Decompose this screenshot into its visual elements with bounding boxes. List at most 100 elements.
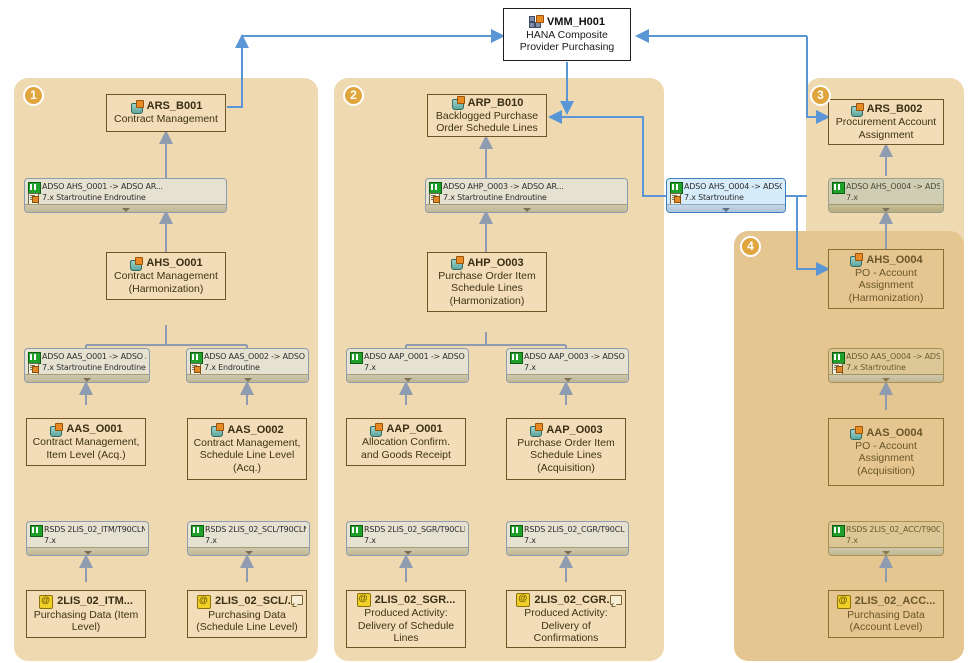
transformation-icon bbox=[510, 351, 523, 364]
transformation-expander[interactable] bbox=[507, 547, 628, 555]
datasource-icon bbox=[356, 592, 371, 608]
transformation-row-source: ADSO AAP_O001 -> ADSO AH... bbox=[350, 351, 465, 364]
node-description: Purchasing Data (Schedule Line Level) bbox=[196, 608, 298, 634]
node-header: 2LIS_02_SGR... bbox=[356, 592, 455, 608]
transformation-expander[interactable] bbox=[667, 204, 785, 212]
transformation-row-routine: 7.x Startroutine bbox=[670, 192, 782, 205]
node-name: AHP_O003 bbox=[467, 256, 524, 269]
transformation-body: ADSO AHS_O004 -> ADSO AR... 7.x Startrou… bbox=[667, 179, 785, 205]
node-aap-o001[interactable]: AAP_O001 Allocation Confirm. and Goods R… bbox=[346, 418, 466, 466]
datasource-icon bbox=[197, 594, 212, 609]
node-ahs-o004[interactable]: AHS_O004 PO - Account Assignment (Harmon… bbox=[828, 249, 944, 309]
node-name: VMM_H001 bbox=[546, 15, 606, 28]
transformation-rsds-scl[interactable]: RSDS 2LIS_02_SCL/T90CLNT0... 7.x bbox=[187, 521, 310, 556]
transformation-row-source: RSDS 2LIS_02_ACC/T90CLNT0... bbox=[832, 524, 940, 537]
transformation-row-routine: 7.x bbox=[350, 362, 465, 373]
transformation-expander[interactable] bbox=[187, 374, 308, 382]
routine-icon bbox=[28, 192, 39, 205]
transformation-aap-o003-to-ah[interactable]: ADSO AAP_O003 -> ADSO AH... 7.x bbox=[506, 348, 629, 383]
transformation-body: ADSO AAP_O003 -> ADSO AH... 7.x bbox=[507, 349, 628, 374]
transformation-expander[interactable] bbox=[829, 204, 943, 212]
node-description: Purchase Order Item Schedule Lines (Harm… bbox=[438, 269, 536, 307]
transformation-line1: RSDS 2LIS_02_CGR/T90CLNT0... bbox=[524, 525, 625, 534]
node-description: Produced Activity: Delivery of Confirmat… bbox=[524, 607, 608, 645]
transformation-rsds-sgr[interactable]: RSDS 2LIS_02_SGR/T90CLNT0... 7.x bbox=[346, 521, 469, 556]
node-name: ARS_B002 bbox=[866, 103, 923, 115]
transformation-expander[interactable] bbox=[25, 374, 149, 382]
transformation-body: ADSO AAP_O001 -> ADSO AH... 7.x bbox=[347, 349, 468, 374]
node-aas-o004[interactable]: AAS_O004 PO - Account Assignment (Acquis… bbox=[828, 418, 944, 486]
transformation-row-routine: 7.x bbox=[832, 192, 940, 203]
node-vmm-h001[interactable]: VMM_H001 HANA Composite Provider Purchas… bbox=[503, 8, 631, 61]
node-ds-2lis-02-cgr[interactable]: 2LIS_02_CGR... Produced Activity: Delive… bbox=[506, 590, 626, 648]
node-ds-2lis-02-sgr[interactable]: 2LIS_02_SGR... Produced Activity: Delive… bbox=[346, 590, 466, 648]
transformation-icon bbox=[191, 524, 204, 537]
transformation-icon bbox=[510, 524, 523, 537]
composite-provider-icon bbox=[528, 15, 544, 28]
transformation-expander[interactable] bbox=[27, 547, 148, 555]
transformation-icon bbox=[350, 524, 363, 537]
group-badge-1[interactable]: 1 bbox=[23, 85, 44, 106]
transformation-expander[interactable] bbox=[829, 374, 943, 382]
transformation-ahs-o004-to-ar-selected[interactable]: ADSO AHS_O004 -> ADSO AR... 7.x Startrou… bbox=[666, 178, 786, 213]
transformation-row-routine: 7.x bbox=[510, 535, 625, 546]
node-ds-2lis-02-acc[interactable]: 2LIS_02_ACC... Purchasing Data (Account … bbox=[828, 590, 944, 638]
node-aap-o003[interactable]: AAP_O003 Purchase Order Item Schedule Li… bbox=[506, 418, 626, 480]
transformation-expander[interactable] bbox=[347, 374, 468, 382]
group-badge-2[interactable]: 2 bbox=[343, 85, 364, 106]
transformation-expander[interactable] bbox=[25, 204, 226, 212]
transformation-expander[interactable] bbox=[188, 547, 309, 555]
transformation-body: RSDS 2LIS_02_CGR/T90CLNT0... 7.x bbox=[507, 522, 628, 547]
node-header: VMM_H001 bbox=[528, 15, 606, 29]
node-ars-b001[interactable]: ARS_B001 Contract Management bbox=[106, 94, 226, 132]
node-description: Purchase Order Item Schedule Lines (Acqu… bbox=[517, 436, 615, 474]
transformation-ahs-o001-to-ars[interactable]: ADSO AHS_O001 -> ADSO AR... 7.x Startrou… bbox=[24, 178, 227, 213]
datasource-icon bbox=[836, 594, 851, 609]
transformation-line1: ADSO AHS_O001 -> ADSO AR... bbox=[42, 182, 163, 191]
transformation-aas-o004-to-ah[interactable]: ADSO AAS_O004 -> ADSO AH... 7.x Startrou… bbox=[828, 348, 944, 383]
transformation-aap-o001-to-ah[interactable]: ADSO AAP_O001 -> ADSO AH... 7.x bbox=[346, 348, 469, 383]
adso-icon bbox=[130, 99, 144, 114]
node-description: Contract Management, Schedule Line Level… bbox=[193, 436, 301, 474]
routine-icon bbox=[190, 362, 201, 375]
transformation-expander[interactable] bbox=[829, 547, 943, 555]
node-ahp-o003[interactable]: AHP_O003 Purchase Order Item Schedule Li… bbox=[427, 252, 547, 312]
transformation-rsds-cgr[interactable]: RSDS 2LIS_02_CGR/T90CLNT0... 7.x bbox=[506, 521, 629, 556]
transformation-expander[interactable] bbox=[426, 204, 627, 212]
node-ars-b002[interactable]: ARS_B002 Procurement Account Assignment bbox=[828, 99, 944, 145]
node-arp-b010[interactable]: ARP_B010 Backlogged Purchase Order Sched… bbox=[427, 94, 547, 137]
adso-icon bbox=[129, 256, 144, 271]
node-description: PO - Account Assignment (Acquisition) bbox=[855, 439, 917, 477]
transformation-expander[interactable] bbox=[507, 374, 628, 382]
transformation-body: ADSO AHS_O001 -> ADSO AR... 7.x Startrou… bbox=[25, 179, 226, 205]
transformation-expander[interactable] bbox=[347, 547, 468, 555]
transformation-rsds-itm[interactable]: RSDS 2LIS_02_ITM/T90CLNT0... 7.x bbox=[26, 521, 149, 556]
node-ds-2lis-02-itm[interactable]: 2LIS_02_ITM... Purchasing Data (Item Lev… bbox=[26, 590, 146, 638]
transformation-rsds-acc[interactable]: RSDS 2LIS_02_ACC/T90CLNT0... 7.x bbox=[828, 521, 944, 556]
transformation-line2: 7.x Startroutine Endroutine bbox=[42, 193, 146, 202]
transformation-ahp-o003-to-ar[interactable]: ADSO AHP_O003 -> ADSO AR... 7.x Startrou… bbox=[425, 178, 628, 213]
transformation-line2: 7.x bbox=[846, 193, 858, 202]
transformation-body: ADSO AAS_O004 -> ADSO AH... 7.x Startrou… bbox=[829, 349, 943, 375]
node-description: HANA Composite Provider Purchasing bbox=[519, 28, 615, 54]
transformation-row-source: ADSO AAS_O002 -> ADSO AH... bbox=[190, 351, 305, 364]
transformation-aas-o001-to-ahs[interactable]: ADSO AAS_O001 -> ADSO AH... 7.x Startrou… bbox=[24, 348, 150, 383]
group-badge-4[interactable]: 4 bbox=[740, 236, 761, 257]
node-aas-o002[interactable]: AAS_O002 Contract Management, Schedule L… bbox=[187, 418, 307, 480]
transformation-row-source: ADSO AHS_O001 -> ADSO AR... bbox=[28, 181, 223, 194]
transformation-aas-o002-to-ahs[interactable]: ADSO AAS_O002 -> ADSO AH... 7.x Endrouti… bbox=[186, 348, 309, 383]
transformation-line2: 7.x bbox=[205, 536, 217, 545]
transformation-ahs-o004-to-ar[interactable]: ADSO AHS_O004 -> ADSO AR... 7.x bbox=[828, 178, 944, 213]
transformation-icon bbox=[28, 181, 41, 194]
node-aas-o001[interactable]: AAS_O001 Contract Management, Item Level… bbox=[26, 418, 146, 466]
node-ahs-o001[interactable]: AHS_O001 Contract Management (Harmonizat… bbox=[106, 252, 226, 300]
node-ds-2lis-02-scl[interactable]: 2LIS_02_SCL/... Purchasing Data (Schedul… bbox=[187, 590, 307, 638]
node-header: ARP_B010 bbox=[451, 96, 523, 110]
transformation-line1: RSDS 2LIS_02_ITM/T90CLNT0... bbox=[44, 525, 145, 534]
group-badge-3[interactable]: 3 bbox=[810, 85, 831, 106]
node-name: 2LIS_02_CGR... bbox=[534, 593, 616, 606]
transformation-line1: ADSO AAS_O002 -> ADSO AH... bbox=[204, 352, 305, 361]
node-description: PO - Account Assignment (Harmonization) bbox=[848, 266, 924, 304]
transformation-line1: ADSO AHS_O004 -> ADSO AR... bbox=[846, 182, 940, 191]
transformation-body: RSDS 2LIS_02_SGR/T90CLNT0... 7.x bbox=[347, 522, 468, 547]
